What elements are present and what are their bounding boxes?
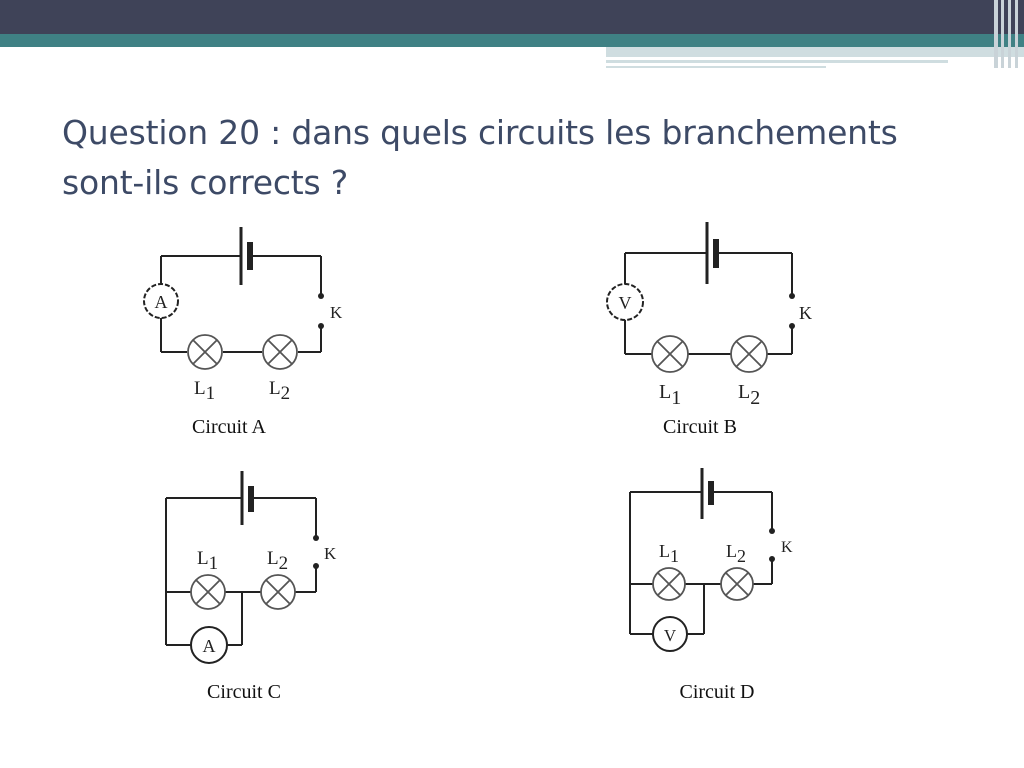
lamp-1-label: L1: [197, 548, 218, 574]
switch-icon: [769, 528, 775, 562]
header-teal-bar: [0, 34, 1024, 47]
switch-label: K: [330, 303, 343, 322]
page-title: Question 20 : dans quels circuits les br…: [62, 108, 1002, 208]
lamp-icon: [651, 335, 689, 373]
header-light-bar: [606, 47, 1024, 57]
circuit-b-diagram: V K L1 L2: [606, 222, 812, 409]
lamp-icon: [720, 567, 754, 601]
header-thin-line: [606, 60, 948, 63]
circuit-b-caption: Circuit B: [663, 416, 737, 438]
lamp-icon: [187, 334, 223, 370]
lamp-icon: [262, 334, 298, 370]
header-edge-stripe: [1001, 0, 1004, 68]
battery-icon: [700, 468, 714, 519]
switch-icon: [318, 293, 324, 329]
switch-icon: [789, 293, 795, 329]
meter-label: A: [155, 292, 168, 312]
battery-icon: [705, 222, 719, 284]
voltmeter-icon: V: [652, 616, 688, 652]
header-thin-line-short: [606, 66, 826, 68]
lamp-icon: [260, 574, 296, 610]
header-dark-bar: [0, 0, 1024, 34]
switch-label: K: [781, 539, 793, 556]
lamp-2-label: L2: [267, 548, 288, 574]
switch-label: K: [324, 544, 337, 563]
lamp-icon: [730, 335, 768, 373]
switch-icon: [313, 535, 319, 569]
meter-label: V: [664, 626, 677, 645]
header-edge-stripe: [1015, 0, 1018, 68]
lamp-1-label: L1: [194, 378, 215, 404]
header-edge-stripe: [994, 0, 998, 68]
lamp-2-label: L2: [269, 378, 290, 404]
lamp-2-label: L2: [726, 541, 746, 566]
circuit-d-caption: Circuit D: [679, 681, 755, 703]
lamp-1-label: L1: [659, 381, 681, 409]
lamp-icon: [652, 567, 686, 601]
circuit-c-diagram: K A L1 L2: [165, 471, 337, 664]
meter-label: V: [619, 293, 632, 313]
voltmeter-icon: V: [606, 283, 644, 321]
title-line-2: sont-ils corrects ?: [62, 163, 349, 202]
header-edge-stripe: [1008, 0, 1011, 68]
battery-icon: [239, 227, 253, 285]
title-line-1: Question 20 : dans quels circuits les br…: [62, 113, 898, 152]
lamp-icon: [190, 574, 226, 610]
battery-icon: [240, 471, 254, 525]
circuit-c-caption: Circuit C: [207, 681, 281, 703]
lamp-1-label: L1: [659, 541, 679, 566]
circuit-a-diagram: A K L1 L2: [143, 227, 343, 404]
switch-label: K: [799, 303, 812, 323]
circuit-d-diagram: K V L1 L2: [629, 468, 793, 652]
lamp-2-label: L2: [738, 381, 760, 409]
circuit-a-caption: Circuit A: [192, 416, 266, 438]
header-band: [0, 0, 1024, 68]
ammeter-icon: A: [143, 283, 179, 319]
meter-label: A: [203, 636, 216, 656]
ammeter-icon: A: [190, 626, 228, 664]
